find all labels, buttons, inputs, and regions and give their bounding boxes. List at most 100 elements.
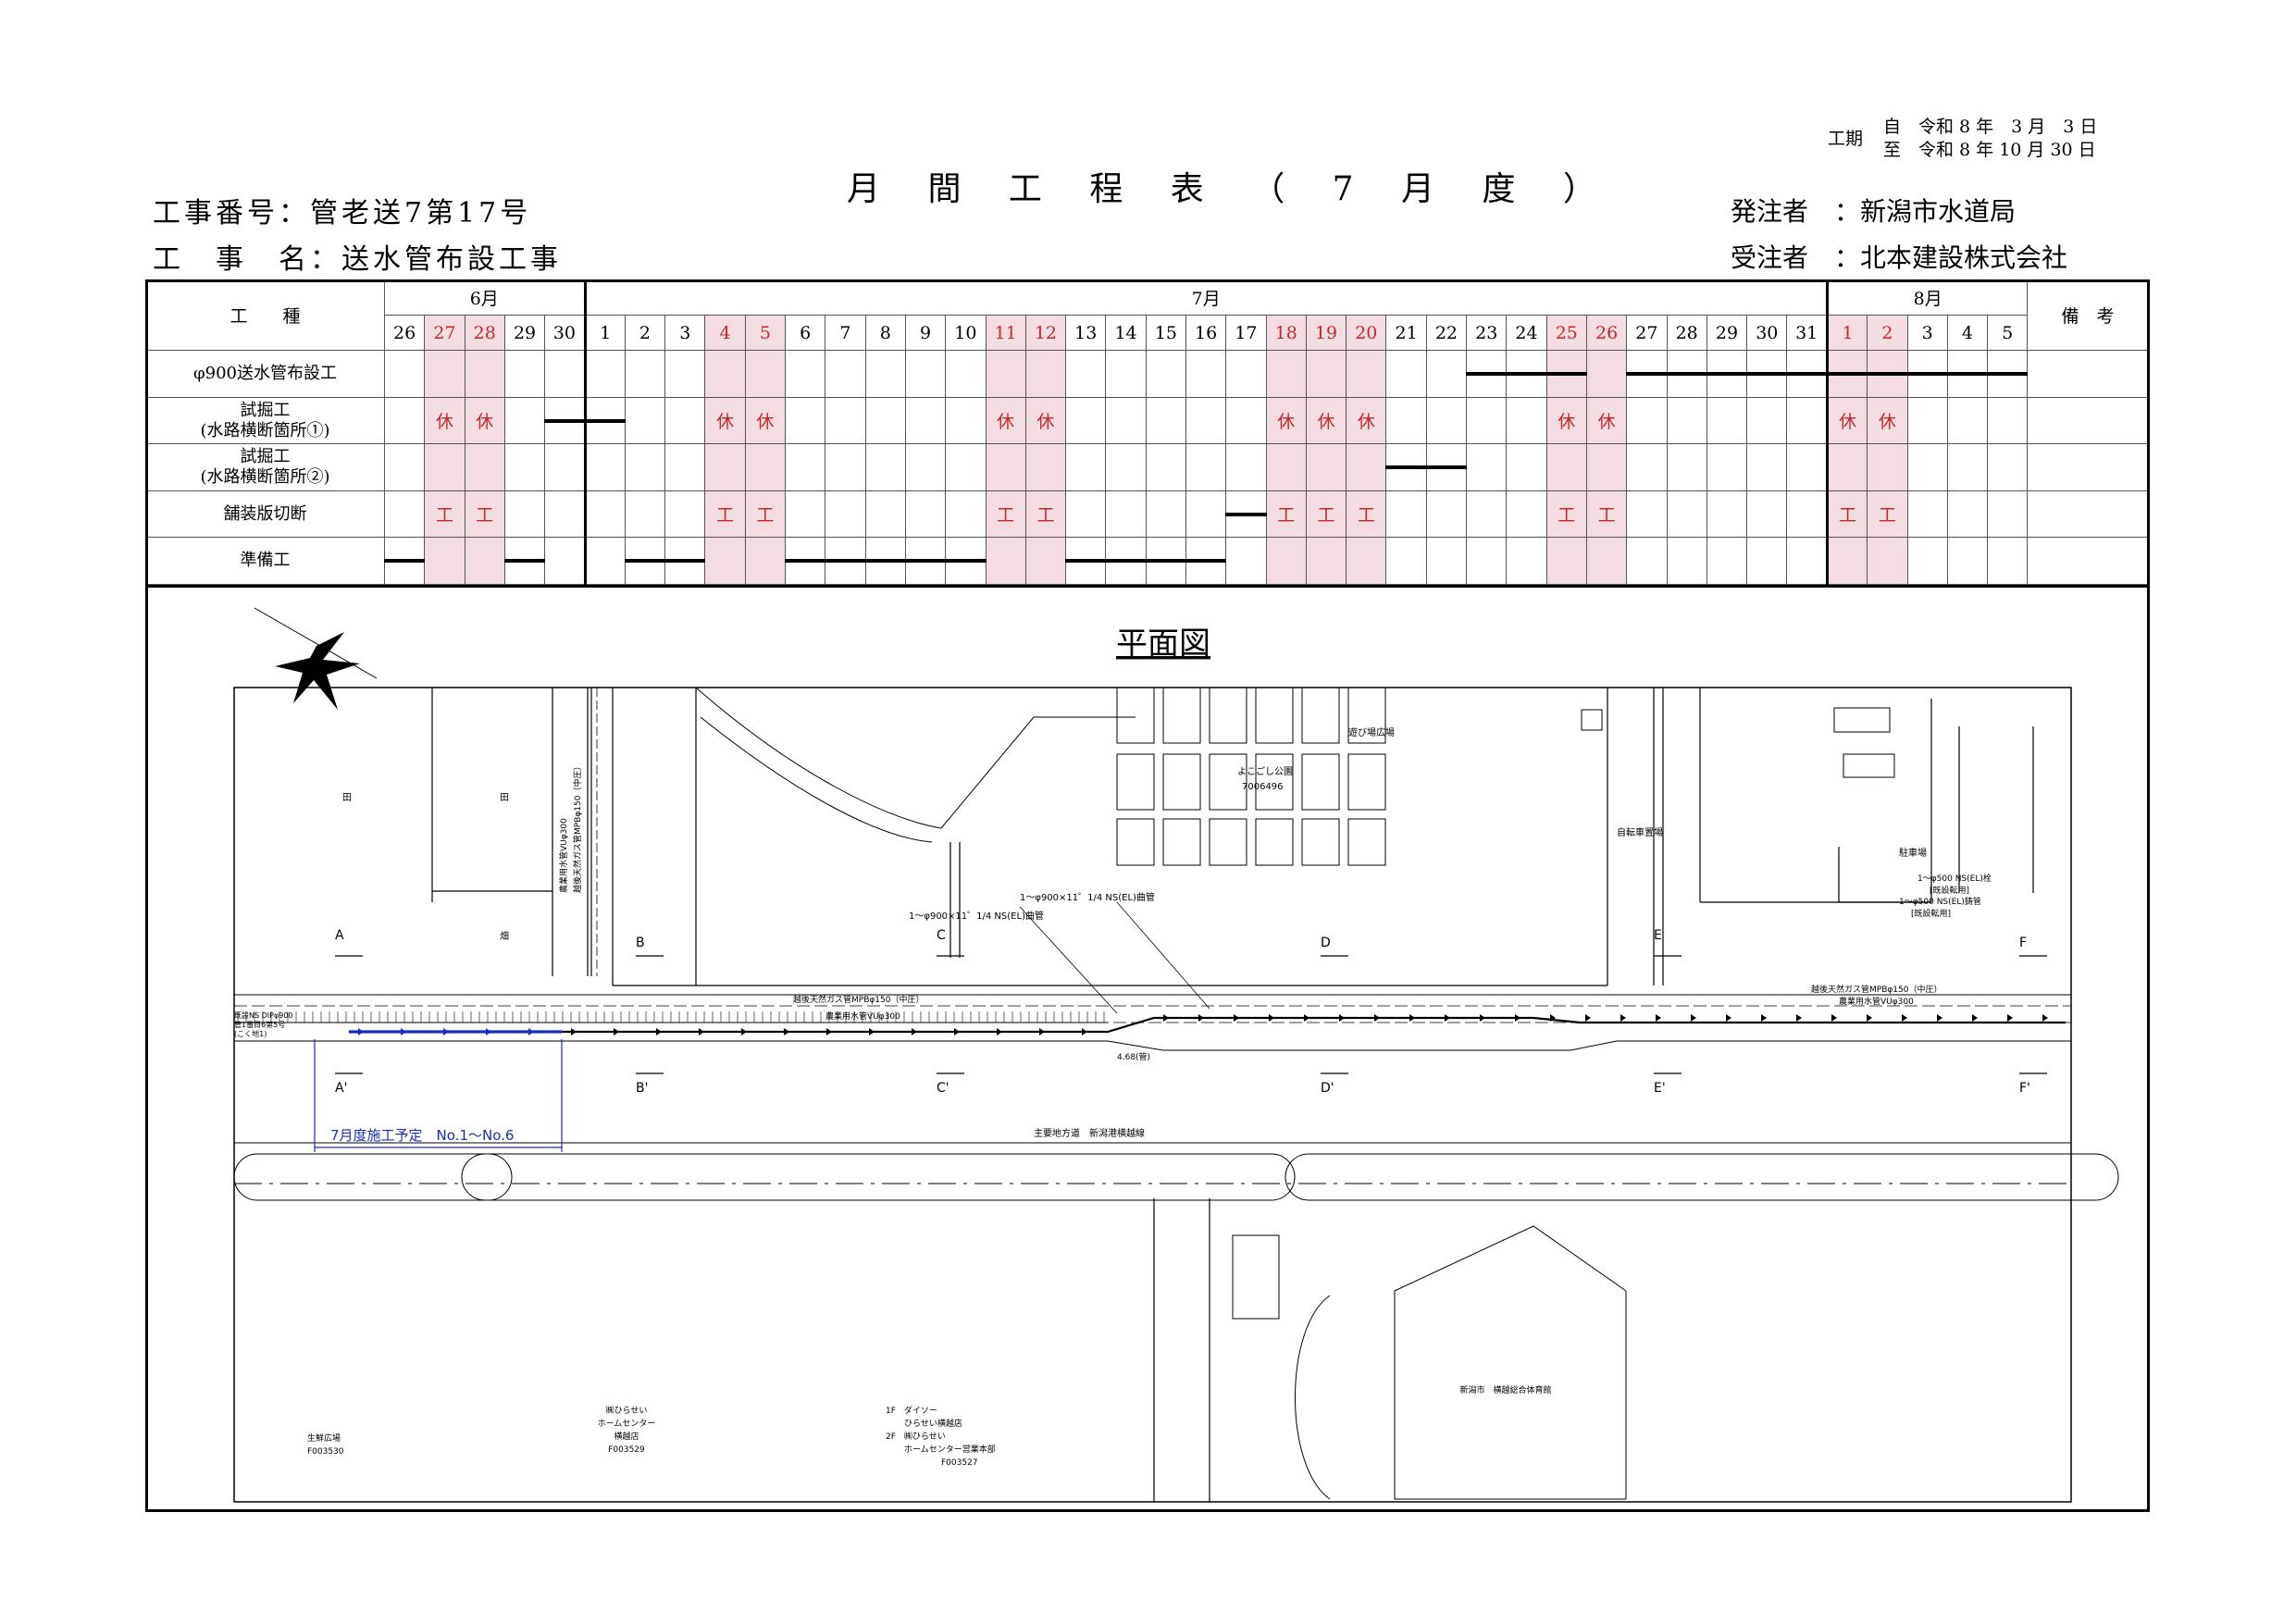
day-cell xyxy=(584,537,626,585)
day-cell xyxy=(1906,396,1948,445)
day-cell xyxy=(1185,443,1227,491)
pipe-joint-icon xyxy=(1480,1014,1485,1022)
park-block xyxy=(1162,818,1201,866)
park-block xyxy=(1347,753,1386,811)
day-mark: 休 xyxy=(1545,396,1587,445)
day-cell xyxy=(1545,350,1587,398)
section-label: A xyxy=(335,928,344,943)
day-cell xyxy=(1105,537,1147,585)
day-cell xyxy=(785,443,826,491)
schedule-bar xyxy=(1906,372,1948,377)
pipe-label: 農業用水管VUφ300 xyxy=(825,1010,900,1022)
pipe-label: 農業用水管VUφ300 xyxy=(1839,996,1914,1007)
pipe-joint-icon xyxy=(1163,1014,1169,1022)
shop-label: 生鮮広場 xyxy=(307,1432,341,1444)
day-cell xyxy=(744,537,787,585)
day-cell xyxy=(1906,443,1948,491)
day-mark: 工 xyxy=(1867,490,1908,539)
day-cell xyxy=(1585,350,1628,398)
pipe-joint-icon xyxy=(1082,1028,1087,1035)
day-cell xyxy=(1867,443,1908,491)
section-label: F xyxy=(2019,936,2027,950)
remarks-cell xyxy=(2027,537,2149,585)
schedule-bar xyxy=(864,559,906,564)
shop-label: 2F ㈱ひらせい xyxy=(886,1431,946,1442)
stair-icon xyxy=(1581,709,1603,731)
pipe-joint-icon xyxy=(401,1028,406,1035)
day-header: 23 xyxy=(1466,315,1508,352)
day-cell xyxy=(1385,396,1427,445)
schedule-bar xyxy=(1145,559,1186,564)
pipe-joint-icon xyxy=(1831,1014,1837,1022)
day-cell xyxy=(785,537,826,585)
work-type-header: 工 種 xyxy=(145,279,385,352)
field-label: 畑 xyxy=(500,930,509,942)
day-cell xyxy=(1585,443,1628,491)
pipe-joint-icon xyxy=(1515,1014,1520,1022)
day-header: 29 xyxy=(1706,315,1748,352)
day-header: 13 xyxy=(1065,315,1107,352)
park-path xyxy=(695,687,942,829)
day-cell xyxy=(985,350,1026,398)
road-edge xyxy=(234,1040,2071,1051)
day-cell xyxy=(1225,537,1267,585)
park-label: よこごし公園 xyxy=(1237,765,1293,777)
day-header: 28 xyxy=(464,315,505,352)
day-cell xyxy=(584,443,626,491)
period-from: 自 令和 8 年 3 月 3 日 xyxy=(1883,117,2098,137)
day-mark: 休 xyxy=(1024,396,1067,445)
schedule-bar xyxy=(1065,559,1107,564)
pipe-joint-icon xyxy=(528,1028,534,1035)
day-cell xyxy=(624,396,666,445)
day-cell xyxy=(904,443,947,491)
schedule-bar xyxy=(825,559,866,564)
day-header: 1 xyxy=(1826,315,1868,352)
day-cell xyxy=(1145,490,1186,539)
day-cell xyxy=(1746,350,1788,398)
schedule-bar xyxy=(1545,372,1587,377)
day-header: 6 xyxy=(785,315,826,352)
pipe-label: 越後天然ガス管MPBφ150（中圧） xyxy=(1811,984,1942,995)
day-header: 27 xyxy=(1626,315,1668,352)
day-header: 8 xyxy=(864,315,906,352)
day-cell xyxy=(1826,350,1868,398)
pipe-joint-icon xyxy=(912,1028,917,1035)
day-cell xyxy=(503,443,546,491)
period-label: 工期 xyxy=(1828,128,1864,149)
day-cell xyxy=(1987,537,2029,585)
pipe-joint-icon xyxy=(571,1028,577,1035)
schedule-bar xyxy=(664,559,706,564)
shop-label: F003530 xyxy=(307,1447,344,1457)
day-header: 5 xyxy=(744,315,787,352)
day-cell xyxy=(1466,350,1508,398)
gym-outline xyxy=(1295,1295,1331,1500)
day-mark: 休 xyxy=(1826,396,1868,445)
parking-label: 駐車場 xyxy=(1899,847,1927,859)
existing-pipe-label: 既設NS DIPφ900 xyxy=(234,1010,293,1020)
day-cell xyxy=(1024,537,1067,585)
day-cell xyxy=(1346,350,1387,398)
day-cell xyxy=(544,490,587,539)
park-path xyxy=(700,716,933,843)
day-cell xyxy=(1987,443,2029,491)
schedule-bar xyxy=(1706,372,1748,377)
schedule-bar xyxy=(1746,372,1788,377)
day-mark: 休 xyxy=(424,396,465,445)
task-name: 準備工 xyxy=(145,537,385,585)
pipe-joint-icon xyxy=(1445,1014,1450,1022)
day-mark: 工 xyxy=(1585,490,1628,539)
day-cell xyxy=(1987,490,2029,539)
park-block xyxy=(1162,687,1201,744)
pipe-joint-icon xyxy=(1269,1014,1274,1022)
day-cell xyxy=(1746,396,1788,445)
field-label: 田 xyxy=(342,793,352,803)
schedule-bar xyxy=(904,559,947,564)
day-cell xyxy=(1626,537,1668,585)
remarks-cell xyxy=(2027,490,2149,539)
day-cell xyxy=(503,490,546,539)
day-cell xyxy=(1826,443,1868,491)
client: 発注者 ：新潟市水道局 xyxy=(1731,196,2017,227)
schedule-bar xyxy=(585,418,626,423)
day-cell xyxy=(1305,537,1347,585)
